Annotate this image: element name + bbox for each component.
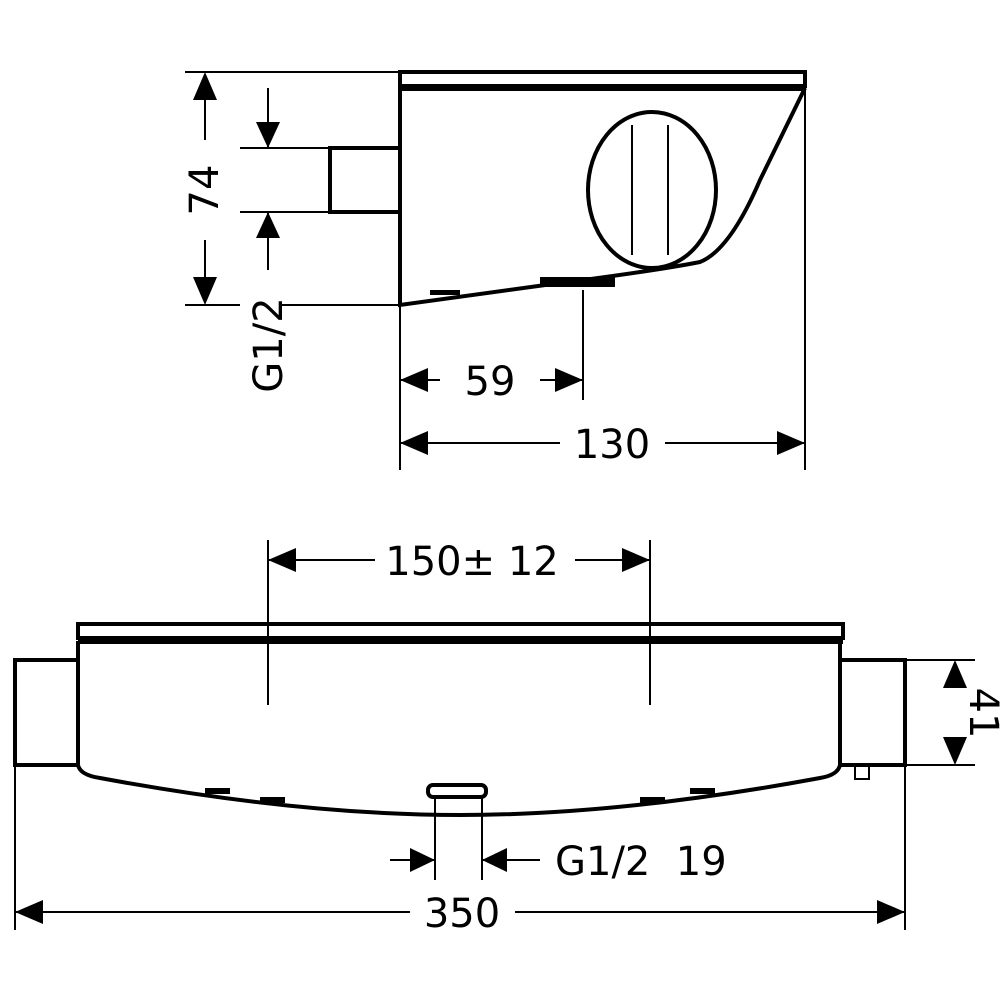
side-view-body [328,70,807,308]
spacing-dimension: 150± 12 [267,539,651,705]
thermostat-knob [586,110,718,270]
height-dimension: 74 [182,71,400,306]
front-view-body [13,622,907,818]
depth-dimension: 130 [400,72,806,470]
outlet [426,783,488,799]
height-label: 74 [182,165,228,216]
outlet-offset-label: 59 [465,359,516,405]
left-end-cap [13,658,80,767]
inlet-pipe [328,146,402,214]
width-label: 350 [424,891,500,937]
end-height-label: 41 [960,688,1000,739]
right-end-cap [838,658,907,767]
end-height-dimension: 41 [905,659,1000,766]
outlet-label: G1/2 19 [555,839,727,885]
depth-label: 130 [574,422,650,468]
connection-label: G1/2 [246,297,292,392]
spacing-label: 150± 12 [385,539,558,585]
width-dimension: 350 [14,765,906,937]
side-view: 74 G1/2 59 130 [182,70,807,470]
connection-dimension: G1/2 [240,88,330,393]
front-view: 150± 12 41 G1/2 19 350 [13,539,1000,937]
outlet-dimension: G1/2 19 [390,795,727,885]
